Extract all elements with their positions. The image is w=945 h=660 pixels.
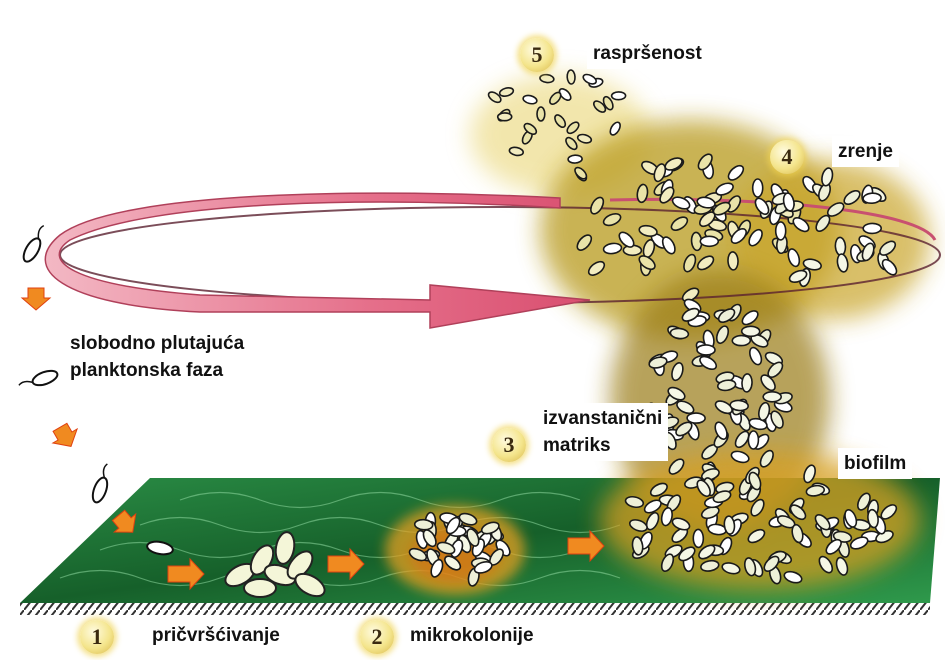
- stage-number-5: 5: [520, 38, 554, 72]
- stage-number-1: 1: [80, 620, 114, 654]
- biofilm-cell: [753, 179, 763, 197]
- biofilm-cell: [700, 236, 718, 246]
- biofilm-cell: [612, 92, 626, 100]
- biofilm-cell: [697, 345, 715, 355]
- biofilm-cell: [414, 519, 433, 530]
- biofilm-cell: [568, 155, 582, 164]
- surface-hatch: [20, 603, 930, 615]
- biofilm-cell: [742, 374, 753, 392]
- bacterium-cell: [18, 368, 60, 393]
- label-extracellular-matrix: izvanstanični matriks: [537, 403, 668, 461]
- biofilm-cell: [498, 113, 512, 121]
- biofilm-cell: [763, 392, 781, 402]
- biofilm-cell: [732, 335, 750, 345]
- label-dispersal: raspršenost: [587, 38, 708, 69]
- label-planktonic-phase: slobodno plutajuća planktonska faza: [64, 328, 286, 386]
- biofilm-cell: [537, 107, 545, 121]
- label-maturation: zrenje: [832, 136, 899, 167]
- stage-number-4: 4: [770, 140, 804, 174]
- biofilm-cell: [748, 431, 758, 449]
- bacterium-cell: [90, 463, 115, 505]
- biofilm-cell: [728, 252, 739, 270]
- label-attachment: pričvršćivanje: [146, 620, 286, 651]
- label-microcolonies: mikrokolonije: [404, 620, 540, 651]
- biofilm-cell: [567, 70, 576, 84]
- stage-number-2: 2: [360, 620, 394, 654]
- biofilm-cell: [863, 193, 882, 204]
- stage-number-3: 3: [492, 428, 526, 462]
- biofilm-cell: [835, 237, 846, 256]
- biofilm-cell: [693, 529, 703, 547]
- biofilm-cell: [863, 223, 881, 233]
- biofilm-cell: [687, 413, 705, 423]
- biofilm-cell: [776, 222, 786, 240]
- label-biofilm: biofilm: [838, 448, 912, 479]
- biofilm-cell: [742, 326, 760, 336]
